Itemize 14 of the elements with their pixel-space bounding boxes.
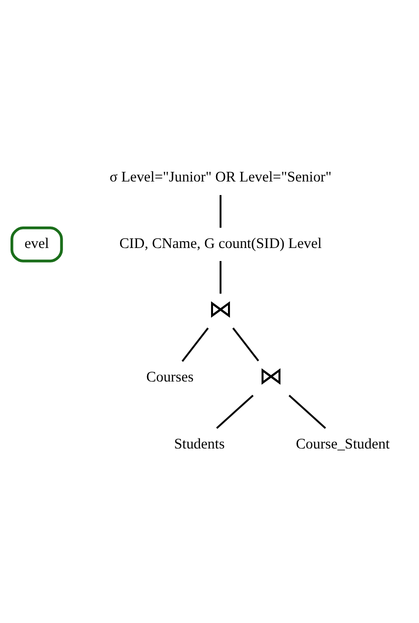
node-text: Courses	[146, 370, 194, 386]
node-box: evel	[10, 226, 63, 262]
connector	[220, 261, 222, 294]
node-text: Course_Student	[296, 436, 390, 452]
node-text: CID, CName, G count(SID) Level	[119, 236, 322, 252]
connector	[288, 394, 326, 429]
node-text: σ Level="Junior" OR Level="Senior"	[110, 170, 332, 186]
connector	[182, 328, 209, 362]
connector	[232, 328, 260, 362]
node-text: ⋈	[208, 296, 233, 323]
connector	[216, 394, 254, 429]
node-text: Students	[174, 436, 225, 452]
node-text: ⋈	[259, 364, 284, 390]
connector	[220, 195, 222, 228]
